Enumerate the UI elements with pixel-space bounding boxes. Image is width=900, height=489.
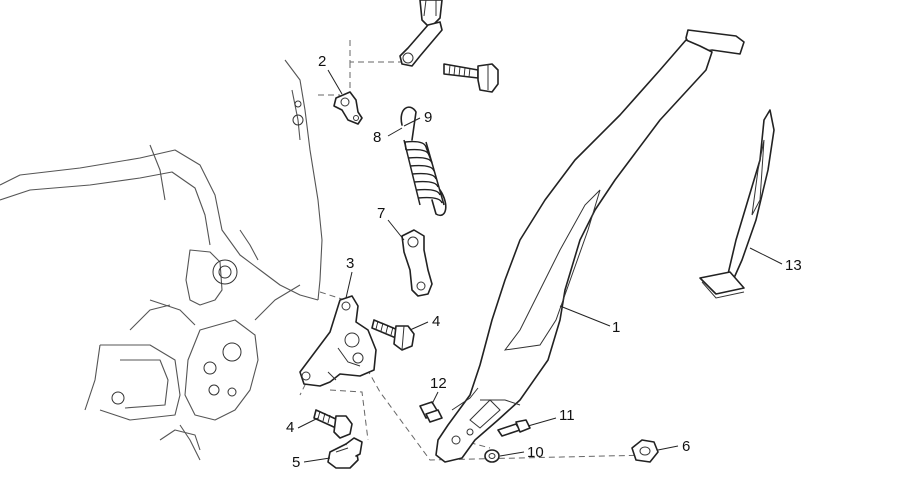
callout-8: 8 xyxy=(373,129,381,146)
callout-3: 3 xyxy=(346,255,354,272)
part-spring-plate xyxy=(333,91,363,125)
part-top-bolt xyxy=(443,63,499,93)
callout-2: 2 xyxy=(318,53,326,70)
callout-11: 11 xyxy=(559,407,575,424)
callout-5: 5 xyxy=(292,454,300,471)
part-washer xyxy=(484,449,500,463)
assembly-guide-lines xyxy=(299,40,651,461)
part-stand-thumbnail xyxy=(699,109,775,299)
callout-13: 13 xyxy=(785,257,802,274)
callout-labels: 1 2 3 4 4 5 6 7 8 9 10 11 12 13 xyxy=(286,53,802,471)
part-stand-spring xyxy=(400,106,447,217)
callout-9: 9 xyxy=(424,109,432,126)
part-link-rod xyxy=(399,0,443,67)
part-bolt-upper xyxy=(371,319,415,351)
part-stand-bracket xyxy=(299,295,377,387)
leader-lines xyxy=(297,69,783,463)
callout-6: 6 xyxy=(682,438,690,455)
callout-4-upper: 4 xyxy=(432,313,440,330)
callout-1: 1 xyxy=(612,319,620,336)
callout-7: 7 xyxy=(377,205,385,222)
part-side-stand xyxy=(435,29,745,463)
part-nut xyxy=(631,439,659,463)
part-pivot-pin xyxy=(327,437,363,469)
engine-frame-outline xyxy=(0,59,323,461)
part-bolt-lower xyxy=(313,409,353,439)
part-small-screw xyxy=(419,401,443,423)
callout-4-lower: 4 xyxy=(286,419,294,436)
part-link-plate xyxy=(401,229,433,297)
part-stand-pin xyxy=(497,419,531,437)
callout-10: 10 xyxy=(527,444,544,461)
callout-12: 12 xyxy=(430,375,447,392)
